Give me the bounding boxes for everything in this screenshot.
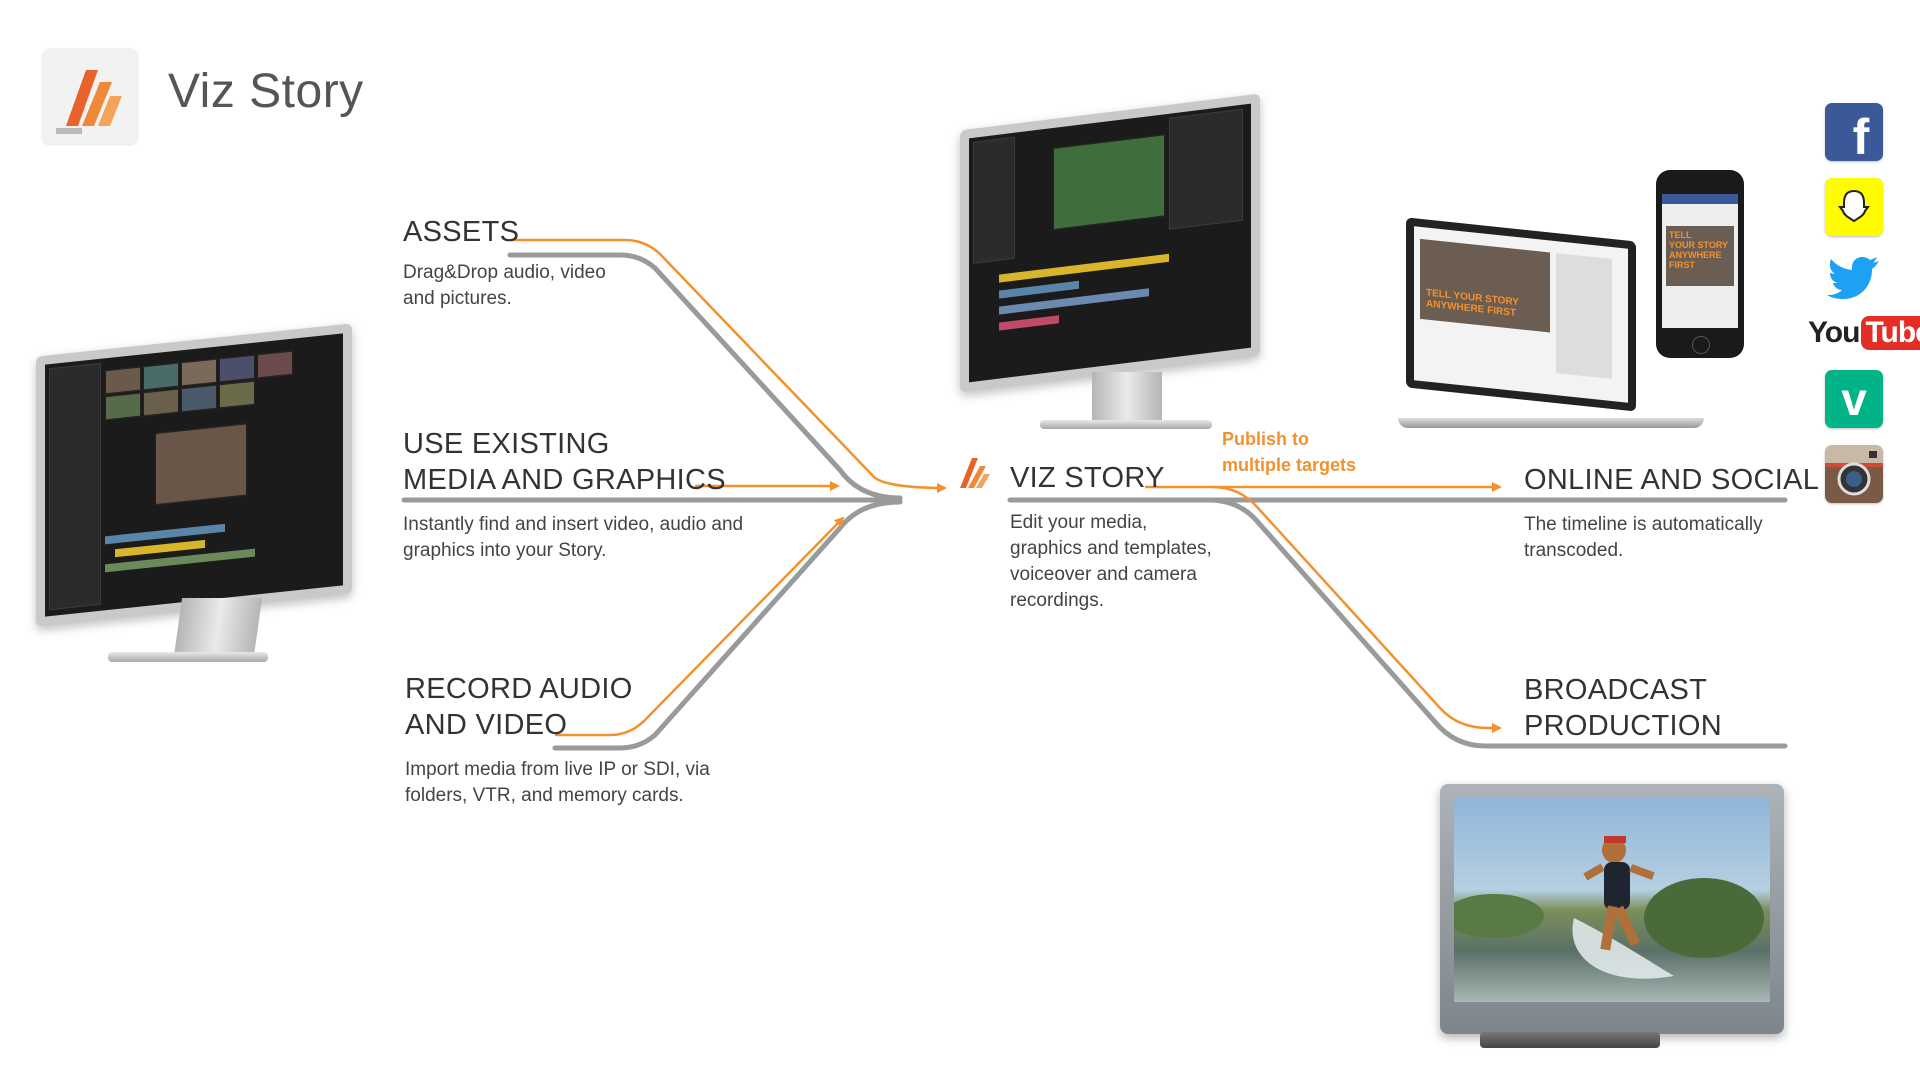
media-title: USE EXISTING MEDIA AND GRAPHICS [403, 426, 743, 498]
tv-scene-image [1454, 836, 1764, 979]
assets-title: ASSETS [403, 216, 520, 248]
title-line: PRODUCTION [1524, 710, 1722, 742]
laptop-video-text: TELL YOUR STORY ANYWHERE FIRST [1426, 287, 1519, 319]
assets-description: Drag&Drop audio, video and pictures. [403, 260, 606, 312]
facebook-icon[interactable]: f [1825, 103, 1883, 165]
input-assets: ASSETS Drag&Drop audio, video and pictur… [403, 214, 606, 312]
desc-line: transcoded. [1524, 540, 1624, 561]
instagram-camera-icon [1825, 451, 1883, 496]
title-line: BROADCAST [1524, 674, 1708, 706]
media-description: Instantly find and insert video, audio a… [403, 512, 743, 564]
desc-line: Instantly find and insert video, audio a… [403, 514, 744, 535]
desc-line: graphics into your Story. [403, 540, 607, 561]
phone-video: TELL YOUR STORY ANYWHERE FIRST [1666, 226, 1734, 286]
desc-line: voiceover and camera [1010, 564, 1197, 585]
laptop-video: TELL YOUR STORY ANYWHERE FIRST [1420, 238, 1550, 333]
input-record: RECORD AUDIO AND VIDEO Import media from… [405, 671, 710, 809]
gray-line-assets [507, 252, 903, 501]
instagram-icon[interactable] [1825, 445, 1883, 503]
note-line: multiple targets [1222, 455, 1357, 475]
left-preview [155, 423, 247, 506]
overlay-line: FIRST [1669, 260, 1695, 270]
center-monitor-stand [1092, 372, 1162, 424]
left-monitor [36, 323, 352, 627]
overlay-line: ANYWHERE [1669, 250, 1722, 260]
orange-line-assets [510, 238, 947, 493]
center-monitor-screen [960, 93, 1260, 393]
left-monitor-stand [173, 598, 263, 656]
viz-logo-icon [56, 70, 122, 134]
youtube-icon[interactable]: You Tube [1808, 312, 1920, 354]
overlay-line: TELL [1669, 230, 1692, 240]
laptop-sidebar [1556, 253, 1612, 380]
center-monitor-foot [1040, 420, 1212, 429]
desc-line: and pictures. [403, 288, 512, 309]
left-monitor-foot [108, 652, 268, 662]
desc-line: folders, VTR, and memory cards. [405, 785, 684, 806]
left-monitor-screen [36, 323, 352, 627]
phone: TELL YOUR STORY ANYWHERE FIRST [1656, 170, 1744, 358]
center-preview [1053, 134, 1165, 230]
phone-video-text: TELL YOUR STORY ANYWHERE FIRST [1669, 230, 1728, 270]
desc-line: recordings. [1010, 590, 1104, 611]
app-logo [42, 48, 138, 144]
publish-note: Publish to multiple targets [1222, 426, 1356, 478]
title-line: USE EXISTING [403, 428, 610, 460]
page-title: Viz Story [168, 65, 364, 118]
desc-line: Import media from live IP or SDI, via [405, 759, 710, 780]
orange-line-record [555, 516, 845, 737]
broadcast-title: BROADCAST PRODUCTION [1524, 672, 1722, 744]
output-online: ONLINE AND SOCIAL The timeline is automa… [1524, 462, 1819, 564]
twitter-bird-icon [1827, 257, 1879, 299]
desc-line: The timeline is automatically [1524, 514, 1763, 535]
facebook-glyph: f [1852, 109, 1870, 165]
output-broadcast: BROADCAST PRODUCTION [1524, 672, 1722, 744]
phone-home-button [1692, 336, 1710, 354]
snapchat-ghost-icon [1838, 189, 1870, 223]
phone-screen: TELL YOUR STORY ANYWHERE FIRST [1662, 194, 1738, 328]
laptop: TELL YOUR STORY ANYWHERE FIRST [1406, 217, 1646, 422]
record-description: Import media from live IP or SDI, via fo… [405, 757, 710, 809]
record-title: RECORD AUDIO AND VIDEO [405, 671, 710, 743]
center-block: VIZ STORY Edit your media, graphics and … [1010, 460, 1212, 614]
center-logo-icon [960, 458, 990, 488]
overlay-line: YOUR STORY [1669, 240, 1729, 250]
online-title: ONLINE AND SOCIAL [1524, 464, 1820, 496]
desc-line: Edit your media, [1010, 512, 1148, 533]
center-title: VIZ STORY [1010, 462, 1165, 494]
desc-line: Drag&Drop audio, video [403, 262, 606, 283]
note-line: Publish to [1222, 429, 1309, 449]
vine-glyph: v [1841, 373, 1867, 425]
center-description: Edit your media, graphics and templates,… [1010, 510, 1212, 614]
input-media: USE EXISTING MEDIA AND GRAPHICS Instantl… [403, 426, 743, 564]
online-description: The timeline is automatically transcoded… [1524, 512, 1819, 564]
snapchat-icon[interactable] [1825, 178, 1883, 236]
title-line: RECORD AUDIO [405, 673, 633, 705]
desc-line: graphics and templates, [1010, 538, 1212, 559]
gray-line-broadcast [1205, 497, 1788, 749]
tv-stand [1480, 1032, 1660, 1048]
youtube-you-text: You [1808, 316, 1860, 349]
laptop-webpage: TELL YOUR STORY ANYWHERE FIRST [1414, 226, 1628, 403]
tv-screen [1454, 798, 1770, 1002]
laptop-screen: TELL YOUR STORY ANYWHERE FIRST [1406, 217, 1636, 412]
twitter-icon[interactable] [1825, 248, 1883, 306]
vine-icon[interactable]: v [1825, 370, 1883, 428]
youtube-tube-text: Tube [1861, 316, 1920, 350]
center-monitor [960, 93, 1260, 393]
title-line: MEDIA AND GRAPHICS [403, 464, 726, 496]
gray-line-record [552, 499, 903, 751]
broadcast-tv [1440, 784, 1784, 1034]
laptop-base [1398, 418, 1704, 428]
orange-line-broadcast [1211, 485, 1502, 733]
title-line: AND VIDEO [405, 709, 568, 741]
